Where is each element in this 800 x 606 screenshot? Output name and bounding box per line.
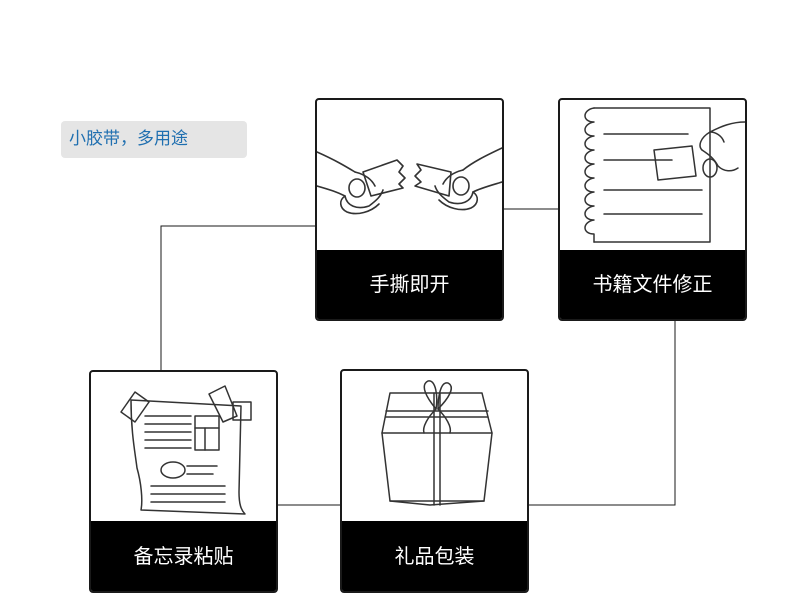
card-label: 礼品包装: [342, 521, 527, 591]
memo-note-icon: [120, 385, 252, 515]
usage-tag: 小胶带，多用途: [61, 121, 247, 158]
card-gift-wrap: 礼品包装: [340, 369, 529, 593]
tearing-tape-icon: [317, 147, 502, 215]
card-book-repair: 书籍文件修正: [558, 98, 747, 321]
card-label: 手撕即开: [317, 250, 502, 319]
page-repair-icon: [584, 107, 745, 243]
card-label: 备忘录粘贴: [91, 521, 276, 591]
card-tear-open: 手撕即开: [315, 98, 504, 321]
card-label: 书籍文件修正: [560, 250, 745, 319]
gift-box-icon: [381, 380, 493, 506]
card-memo-paste: 备忘录粘贴: [89, 370, 278, 593]
